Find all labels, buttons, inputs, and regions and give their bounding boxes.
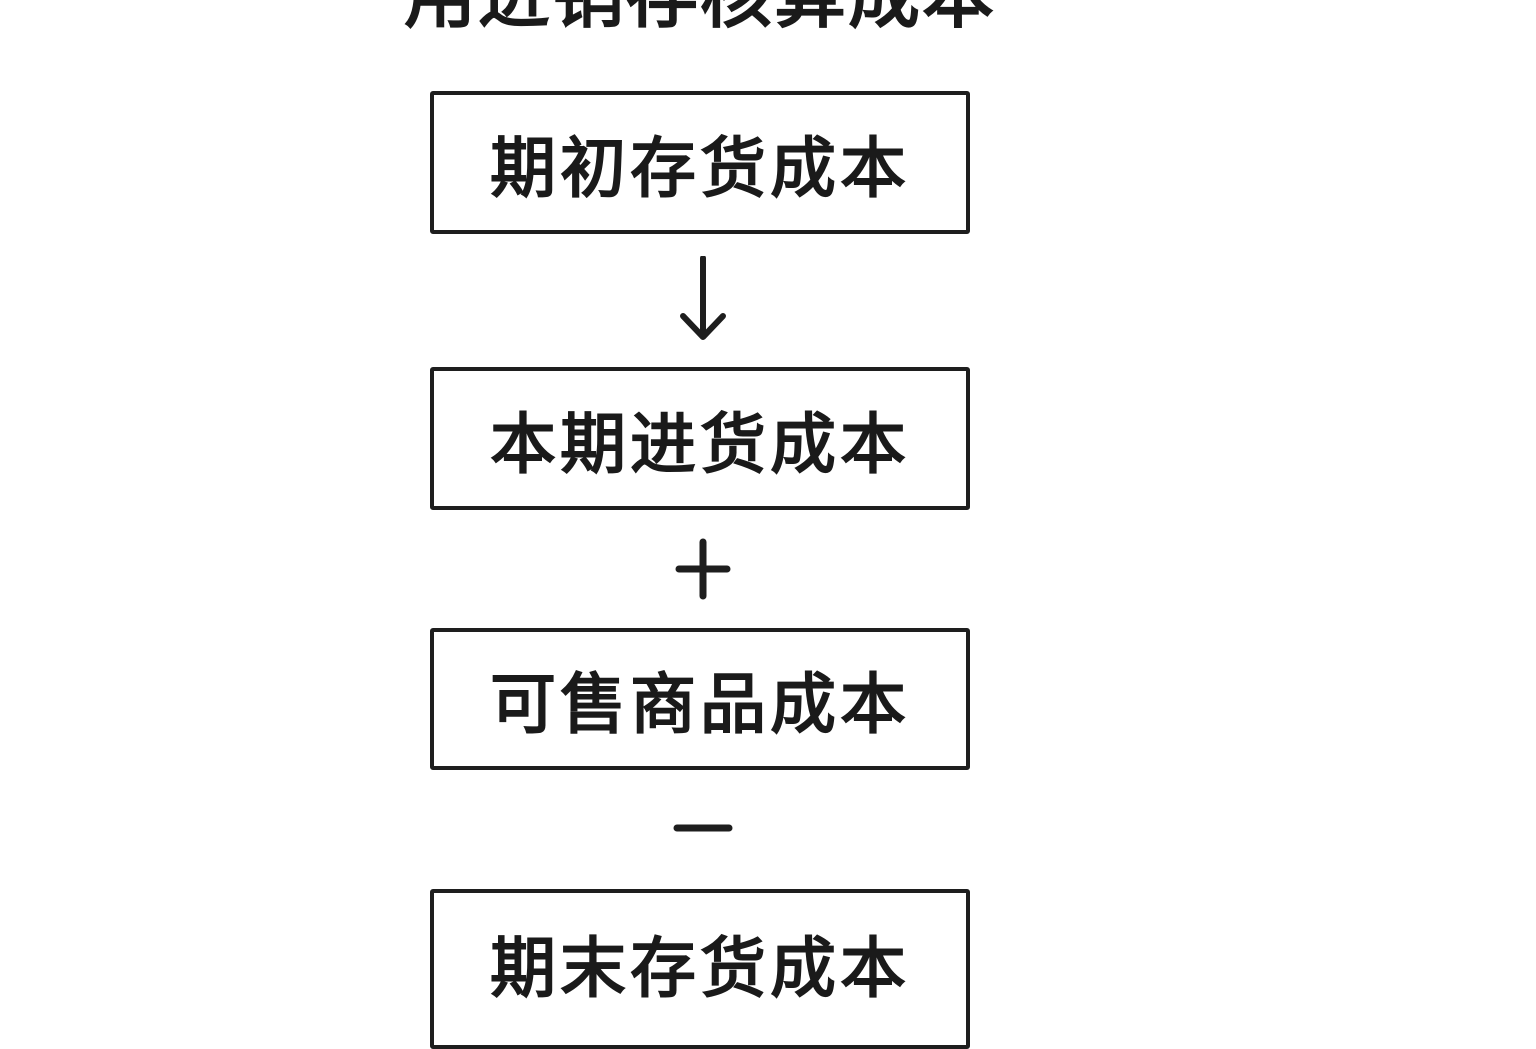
box-label: 期初存货成本 [490,129,910,207]
box-label: 期末存货成本 [490,930,910,1007]
down-arrow-icon [680,256,726,340]
box-ending-inventory: 期末存货成本 [430,889,970,1049]
box-label: 本期进货成本 [490,405,910,483]
box-purchase-cost: 本期进货成本 [430,367,970,510]
diagram-title: 用进销存核算成本 [0,0,1400,32]
plus-icon [675,538,731,600]
box-label: 可售商品成本 [490,666,910,743]
minus-icon [673,824,733,832]
box-opening-inventory: 期初存货成本 [430,91,970,234]
box-goods-available-cost: 可售商品成本 [430,628,970,770]
